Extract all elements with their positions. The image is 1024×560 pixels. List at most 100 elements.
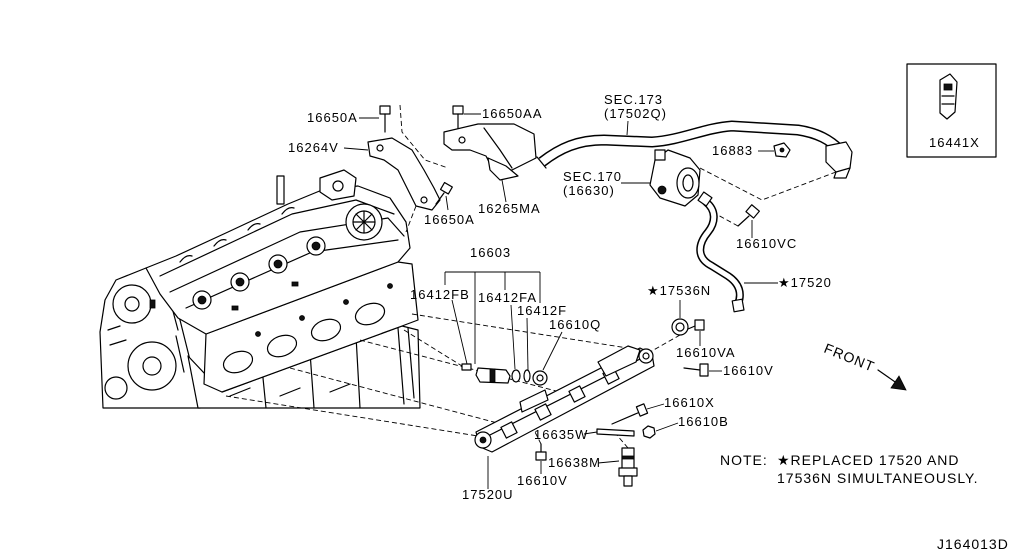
label-16883: 16883 bbox=[712, 143, 753, 158]
clip-16610q bbox=[532, 370, 548, 386]
bolt-16610vc bbox=[737, 204, 761, 227]
cam-cover-front bbox=[319, 169, 357, 201]
clip-hole bbox=[779, 147, 785, 153]
cam-sprocket-hub bbox=[124, 296, 140, 312]
label-16610v-right: 16610V bbox=[723, 363, 774, 378]
leader-line bbox=[501, 179, 507, 203]
bolt-shank bbox=[687, 325, 696, 330]
assembly-line bbox=[411, 313, 641, 351]
rail-end-hole bbox=[479, 436, 487, 444]
rail-mount-bracket bbox=[519, 389, 549, 413]
sensor-band bbox=[621, 455, 635, 460]
label-17520: ★17520 bbox=[778, 275, 832, 290]
seal-16412fa bbox=[511, 369, 521, 383]
fuel-pipe-17520 bbox=[696, 191, 745, 313]
leader-line bbox=[597, 460, 620, 464]
injector-cup bbox=[568, 385, 586, 403]
ignition-coil-core-4 bbox=[311, 241, 321, 251]
engine-shadow bbox=[149, 299, 156, 309]
bolt-shank bbox=[611, 411, 641, 425]
hose-end bbox=[536, 156, 547, 169]
note-line-1: ★REPLACED 17520 AND bbox=[777, 452, 960, 468]
label-16650aa: 16650AA bbox=[482, 106, 543, 121]
assembly-line bbox=[289, 367, 506, 426]
leader-line bbox=[646, 403, 665, 410]
callout-labels: 16650A 16650AA 16264V 16650A 16265MA SEC… bbox=[288, 92, 980, 502]
bolt-head bbox=[699, 363, 709, 377]
bolt-shank bbox=[435, 192, 445, 205]
hose-connector-tab bbox=[833, 167, 851, 179]
nut-16610b bbox=[642, 425, 656, 439]
label-17520u: 17520U bbox=[462, 487, 514, 502]
label-16610vc: 16610VC bbox=[736, 236, 797, 251]
label-hose-section: SEC.173 bbox=[604, 92, 663, 107]
sensor-tip bbox=[623, 475, 633, 487]
intake-port-2 bbox=[266, 334, 298, 358]
ignition-coil-core-1 bbox=[197, 295, 207, 305]
label-16412fa: 16412FA bbox=[478, 290, 537, 305]
clip-16610q-inner bbox=[536, 374, 544, 382]
label-16635w: 16635W bbox=[534, 427, 588, 442]
bracket-body bbox=[367, 137, 441, 211]
leader-line bbox=[583, 431, 598, 435]
leader-line bbox=[626, 120, 629, 136]
clip-16883 bbox=[773, 142, 791, 158]
cam-cover-hole bbox=[332, 180, 344, 192]
heat-shield-fold bbox=[483, 127, 513, 169]
label-16638m: 16638M bbox=[548, 455, 601, 470]
label-16412f: 16412F bbox=[517, 303, 567, 318]
bolt-16650a-upper bbox=[379, 105, 391, 133]
diagram-id: J164013D bbox=[937, 536, 1009, 552]
assembly-line bbox=[359, 339, 561, 393]
rail-inlet-bore bbox=[642, 352, 650, 360]
bolt-head bbox=[535, 451, 547, 461]
seal-16412f bbox=[523, 369, 531, 383]
pipe-fitting-lower bbox=[731, 298, 745, 313]
bracket-hole bbox=[376, 144, 384, 152]
heat-shield-lip bbox=[487, 157, 519, 181]
label-16650a-upper: 16650A bbox=[307, 110, 358, 125]
injector-band bbox=[489, 368, 496, 383]
bolt-16650a-lower bbox=[435, 181, 453, 205]
sensor-16441x-tab bbox=[943, 83, 953, 91]
fuel-rail-17520u bbox=[474, 345, 655, 453]
note-block: NOTE: ★REPLACED 17520 AND 17536N SIMULTA… bbox=[720, 452, 977, 486]
label-16412fb: 16412FB bbox=[410, 287, 470, 302]
assembly-line bbox=[699, 167, 837, 201]
engine-stud bbox=[276, 175, 285, 205]
label-16610q: 16610Q bbox=[549, 317, 601, 332]
assembly-line bbox=[405, 205, 417, 233]
label-16610x: 16610X bbox=[664, 395, 715, 410]
head-bolt bbox=[255, 331, 261, 337]
pipe-fitting-upper bbox=[697, 191, 713, 207]
cam-sprocket bbox=[112, 284, 152, 324]
bolt-head bbox=[439, 181, 453, 195]
front-label: FRONT bbox=[822, 340, 877, 375]
sensor-16441x-lines bbox=[941, 95, 955, 105]
cylinder-head bbox=[203, 261, 419, 393]
assembly-line bbox=[399, 104, 449, 169]
sensor-hex bbox=[618, 467, 638, 477]
crank-pulley-hub bbox=[142, 356, 162, 376]
front-arrow-shaft bbox=[877, 369, 899, 385]
leader-line bbox=[655, 422, 679, 432]
leader-line bbox=[343, 147, 369, 151]
fuel-pump-16630 bbox=[649, 149, 701, 207]
stud-16635w bbox=[596, 428, 635, 437]
assembly-line bbox=[649, 334, 681, 353]
bolt-head bbox=[452, 105, 464, 115]
engine-assembly bbox=[99, 169, 421, 409]
block-ribs bbox=[229, 327, 415, 409]
label-16441x: 16441X bbox=[929, 135, 980, 150]
seal-ring bbox=[671, 318, 689, 336]
note-prefix: NOTE: bbox=[720, 452, 768, 468]
fuel-hose-17502q bbox=[536, 120, 853, 179]
intake-port-1 bbox=[222, 350, 254, 374]
inset-16441x bbox=[906, 63, 997, 158]
engine-shadow bbox=[291, 281, 299, 287]
bracket-hole bbox=[420, 196, 428, 204]
label-16265ma: 16265MA bbox=[478, 201, 541, 216]
cam-bumps bbox=[179, 207, 295, 263]
assembly-lines bbox=[225, 104, 837, 449]
